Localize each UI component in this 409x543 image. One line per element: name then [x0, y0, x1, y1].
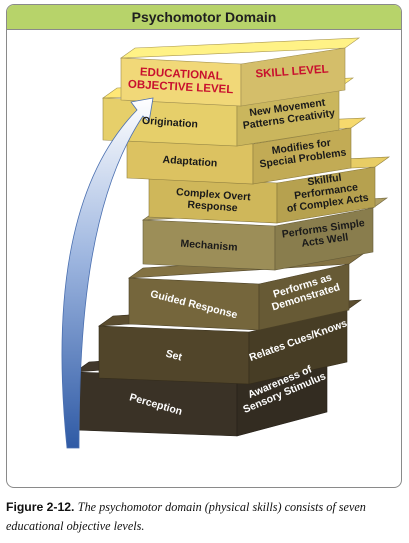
header-block	[120, 37, 360, 107]
title-bar: Psychomotor Domain	[7, 5, 401, 30]
step-set	[97, 299, 363, 385]
step-mechanism-side-face	[274, 207, 374, 271]
caption-text: The psychomotor domain (physical skills)…	[6, 500, 366, 533]
step-guided-response-side-face	[258, 263, 350, 331]
level-3-objective-label: Complex OvertResponse	[175, 186, 252, 215]
level-2-objective-label: Adaptation	[162, 154, 218, 170]
diagram-title: Psychomotor Domain	[131, 9, 277, 25]
level-1-objective-label: Origination	[142, 115, 199, 131]
staircase-diagram: EDUCATIONALOBJECTIVE LEVEL SKILL LEVEL Ori…	[61, 37, 390, 449]
figure-caption: Figure 2-12. The psychomotor domain (phy…	[6, 498, 406, 536]
level-4-objective-label: Mechanism	[180, 238, 238, 254]
diagram-frame: Psychomotor Domain EDUCATIONALOBJECTIVE …	[6, 4, 402, 488]
header-skill-label: SKILL LEVEL	[255, 63, 329, 80]
caption-figure-number: Figure 2-12.	[6, 500, 75, 514]
header-block-side-face	[240, 47, 346, 107]
progression-arrow	[61, 97, 154, 449]
step-complex-overt-response-side-face	[276, 166, 376, 224]
level-6-objective-label: Set	[164, 348, 183, 364]
header-block-top-face	[120, 37, 360, 59]
header-objective-label: EDUCATIONALOBJECTIVE LEVEL	[128, 66, 235, 96]
